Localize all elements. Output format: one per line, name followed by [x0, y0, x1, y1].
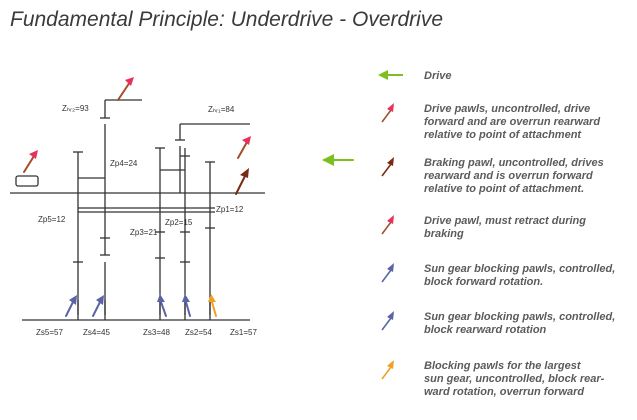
legend-item-sun-rearward: Sun gear blocking pawls, controlled,bloc…: [381, 311, 615, 336]
drive-pawl-arrow-2: [23, 155, 35, 173]
label-zp1: Zp1=12: [216, 205, 244, 214]
legend-text: Drive pawl, must retract during: [424, 215, 586, 227]
sun-block-arrow-4: [92, 301, 101, 317]
label-zs5: Zs5=57: [36, 328, 63, 337]
legend-text: Sun gear blocking pawls, controlled,: [424, 311, 615, 323]
arrow-icon: [381, 103, 394, 123]
legend-item-drive-pawls: Drive pawls, uncontrolled, driveforward …: [381, 103, 600, 141]
arrow-icon: [378, 70, 403, 80]
legend-text: relative to point of attachment.: [424, 183, 584, 195]
legend-text: block rearward rotation: [424, 324, 547, 336]
legend-item-braking-pawl: Braking pawl, uncontrolled, drivesrearwa…: [381, 157, 604, 195]
sun-block-arrow-2: [185, 301, 191, 317]
label-zhr1: Zₕᵣ₁=84: [208, 105, 235, 114]
legend-text: ward rotation, overrun forward: [424, 386, 584, 398]
drive-pawl-arrow-3: [237, 141, 248, 159]
page-title: Fundamental Principle: Underdrive - Over…: [10, 8, 444, 31]
legend-text: Drive: [424, 70, 452, 82]
braking-pawl-arrow: [235, 175, 246, 195]
legend-text: braking: [424, 228, 464, 240]
label-zp5: Zp5=12: [38, 215, 66, 224]
label-zp3: Zp3=21: [130, 228, 158, 237]
sun-block-arrow-1: [211, 301, 217, 317]
legend-text: relative to point of attachment: [424, 129, 582, 141]
label-zhr2: Zₕᵣ₂=93: [62, 104, 89, 113]
legend-text: rearward and is overrun forward: [424, 170, 593, 182]
label-zs3: Zs3=48: [143, 328, 170, 337]
arrow-icon: [381, 311, 394, 331]
label-zp2: Zp2=15: [165, 218, 193, 227]
legend-text: Braking pawl, uncontrolled, drives: [424, 157, 604, 169]
arrow-icon: [381, 157, 394, 177]
legend-text: Blocking pawls for the largest: [424, 360, 582, 372]
arrow-icon: [381, 263, 394, 283]
label-zp4: Zp4=24: [110, 159, 138, 168]
legend-item-drive: Drive: [378, 70, 452, 82]
sun-block-arrow-5: [65, 301, 74, 317]
legend-text: sun gear, uncontrolled, block rear-: [424, 373, 605, 385]
legend-text: Drive pawls, uncontrolled, drive: [424, 103, 590, 115]
arrow-icon: [381, 215, 394, 235]
legend-text: Sun gear blocking pawls, controlled,: [424, 263, 615, 275]
legend-text: block forward rotation.: [424, 276, 543, 288]
legend-text: forward and are overrun rearward: [424, 116, 600, 128]
arrow-icon: [381, 360, 394, 380]
input-box: [15, 175, 39, 187]
label-zs1: Zs1=57: [230, 328, 257, 337]
label-zs2: Zs2=54: [185, 328, 212, 337]
drive-pawl-arrow-1: [117, 81, 131, 101]
label-zs4: Zs4=45: [83, 328, 110, 337]
legend-item-sun-forward: Sun gear blocking pawls, controlled,bloc…: [381, 263, 615, 288]
sun-block-arrow-3: [160, 301, 167, 317]
